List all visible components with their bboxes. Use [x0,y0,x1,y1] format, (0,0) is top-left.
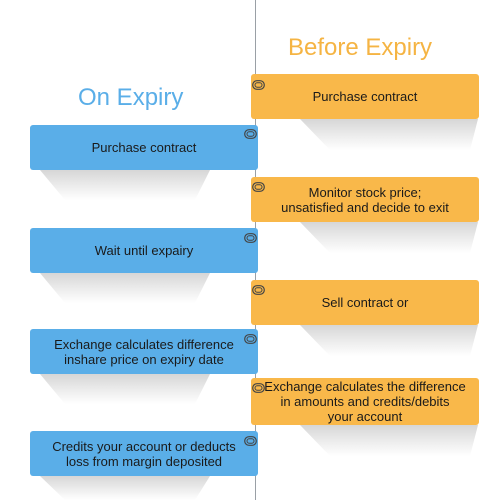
on-step-2-card: Wait until expairy [30,228,258,273]
on-step-3-card: Exchange calculates difference inshare p… [30,329,258,374]
before-step-3-card: Sell contract or [251,280,479,325]
before-expiry-heading: Before Expiry [288,34,433,61]
paperclip-icon [252,285,265,295]
before-step-2-card: Monitor stock price; unsatisfied and dec… [251,177,479,222]
on-step-2-text: Wait until expairy [94,243,194,258]
on-step-3-text: Exchange calculates difference inshare p… [54,336,234,367]
on-step-1-text: Purchase contract [91,140,197,155]
before-step-4-card: Exchange calculates the difference in am… [251,378,479,425]
paperclip-icon [244,233,257,243]
before-step-3-text: Sell contract or [321,295,409,310]
paperclip-icon [252,383,265,393]
paperclip-icon [252,182,265,192]
on-step-4-text: Credits your account or deducts loss fro… [52,438,236,469]
before-step-1-text: Purchase contract [312,89,418,104]
paperclip-icon [244,436,257,446]
paperclip-icon [244,129,257,139]
paperclip-icon [252,80,265,90]
on-expiry-heading: On Expiry [78,84,184,111]
paperclip-icon [244,334,257,344]
on-step-1-card: Purchase contract [30,125,258,170]
on-step-4-card: Credits your account or deducts loss fro… [30,431,258,476]
before-step-4-text: Exchange calculates the difference in am… [264,379,466,424]
before-step-1-card: Purchase contract [251,74,479,119]
before-step-2-text: Monitor stock price; unsatisfied and dec… [281,184,449,215]
